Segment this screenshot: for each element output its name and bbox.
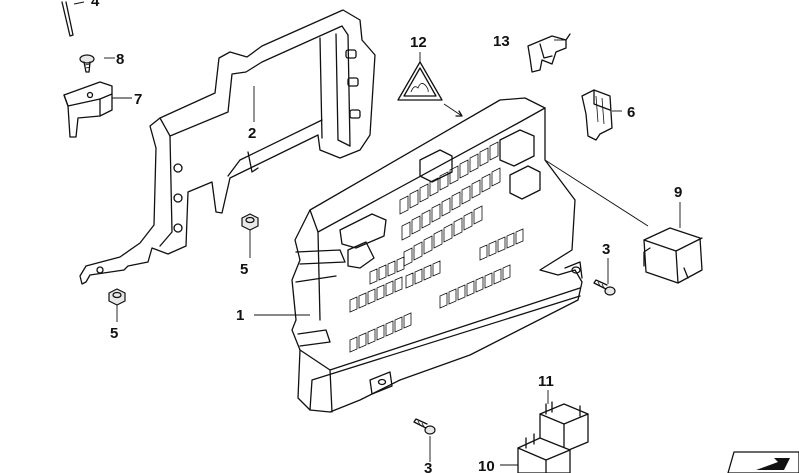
callout-5b: 5 (110, 325, 118, 342)
part-10-relay (517, 433, 571, 473)
callout-5a: 5 (240, 261, 248, 278)
callout-6: 6 (627, 104, 635, 121)
part-5-nut-upper (241, 213, 259, 231)
callout-4: 4 (91, 0, 100, 10)
callout-8: 8 (116, 51, 124, 68)
callout-3a: 3 (602, 241, 610, 258)
part-13-clip (527, 33, 571, 73)
callout-13: 13 (493, 33, 510, 50)
callout-1: 1 (236, 307, 244, 324)
part-2-bracket (79, 9, 376, 285)
part-11-relay (539, 401, 589, 453)
part-5-nut-lower (108, 288, 126, 306)
corner-arrow-icon[interactable] (727, 451, 799, 473)
part-1-fuse-box (291, 97, 583, 413)
part-9-relay (643, 227, 703, 284)
part-12-warning-label (397, 61, 463, 117)
part-8-screw (79, 54, 95, 73)
part-6-connector (581, 89, 613, 141)
part-7-bracket (63, 81, 113, 138)
callout-10: 10 (478, 458, 495, 473)
callout-3b: 3 (424, 460, 432, 473)
callout-12: 12 (410, 34, 427, 51)
callout-9: 9 (674, 184, 682, 201)
callout-7: 7 (134, 91, 142, 108)
leader-lines (73, 1, 681, 466)
part-4-rod (61, 1, 74, 37)
part-3-screw-bottom (413, 418, 436, 435)
fuse-array (349, 141, 524, 353)
callout-2: 2 (248, 125, 256, 142)
part-3-screw-right (593, 279, 616, 296)
callout-11: 11 (538, 373, 554, 390)
